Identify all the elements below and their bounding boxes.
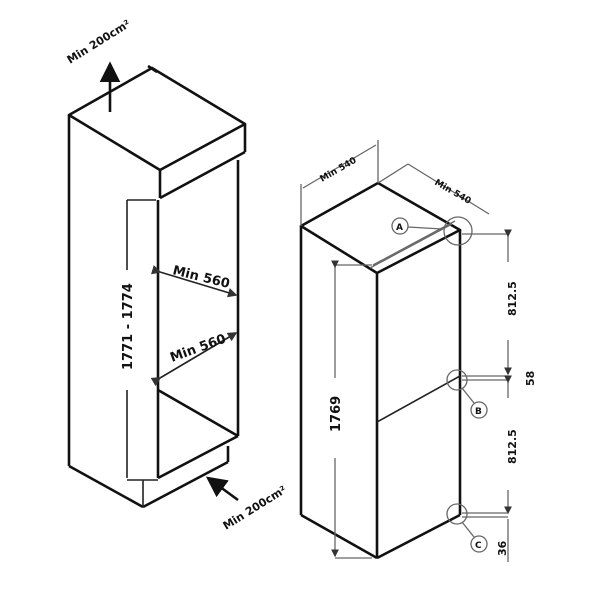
upper-door-label: 812.5 [506, 281, 519, 316]
appliance-height-label: 1769 [329, 396, 344, 432]
base-label: 36 [496, 540, 509, 556]
cabinet-drawing [67, 61, 247, 509]
depth-left-label: Min 540 [319, 156, 359, 185]
cabinet-width-lower-label: Min 560 [168, 332, 228, 366]
appliance-drawing [299, 140, 512, 562]
depth-right-label: Min 540 [433, 178, 473, 207]
cabinet-height-label: 1771 - 1774 [121, 283, 136, 370]
detail-a-label: A [396, 223, 403, 233]
detail-c-label: C [475, 541, 482, 551]
lower-door-label: 812.5 [506, 429, 519, 464]
gap-label: 58 [524, 371, 537, 386]
vent-top-label: Min 200cm² [65, 17, 133, 66]
vent-bottom-label: Min 200cm² [221, 483, 289, 532]
detail-b-label: B [475, 407, 482, 417]
cabinet-width-upper-label: Min 560 [171, 263, 231, 292]
